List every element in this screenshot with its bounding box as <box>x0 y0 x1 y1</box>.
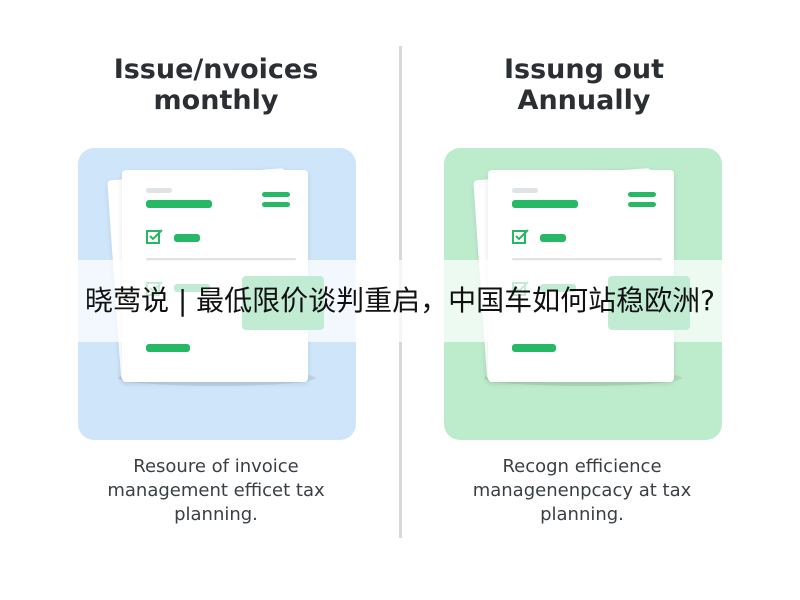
doc-separator <box>512 258 662 261</box>
left-caption-line3: planning. <box>174 504 258 525</box>
right-title-line2: Annually <box>517 85 651 116</box>
right-caption: Recogn efficience managenenpcacy at tax … <box>432 455 732 527</box>
doc-line <box>512 344 556 352</box>
doc-line <box>512 200 578 208</box>
left-caption: Resoure of invoice management efficet ta… <box>66 455 366 527</box>
doc-line <box>174 234 200 242</box>
left-caption-line2: management efficet tax <box>107 480 325 501</box>
left-title-line2: monthly <box>153 85 279 116</box>
doc-line <box>146 188 172 193</box>
menu-bars-icon <box>262 192 290 212</box>
right-caption-line3: planning. <box>540 504 624 525</box>
doc-line <box>146 200 212 208</box>
headline-text: 晓莺说 | 最低限价谈判重启，中国车如何站稳欧洲? <box>84 284 716 317</box>
left-title-line1: Issue/nvoices <box>113 54 319 85</box>
left-panel-title: Issue/nvoices monthly <box>46 54 386 116</box>
right-panel-title: Issung out Annually <box>414 54 754 116</box>
right-title-line1: Issung out <box>503 54 665 85</box>
doc-line <box>540 234 566 242</box>
left-caption-line1: Resoure of invoice <box>133 456 299 477</box>
doc-separator <box>146 258 296 261</box>
checkbox-icon <box>512 229 529 244</box>
checkbox-icon <box>146 229 163 244</box>
right-caption-line1: Recogn efficience <box>502 456 662 477</box>
doc-line <box>512 188 538 193</box>
headline-banner <box>0 260 800 342</box>
doc-line <box>146 344 190 352</box>
menu-bars-icon <box>628 192 656 212</box>
right-caption-line2: managenenpcacy at tax <box>472 480 692 501</box>
